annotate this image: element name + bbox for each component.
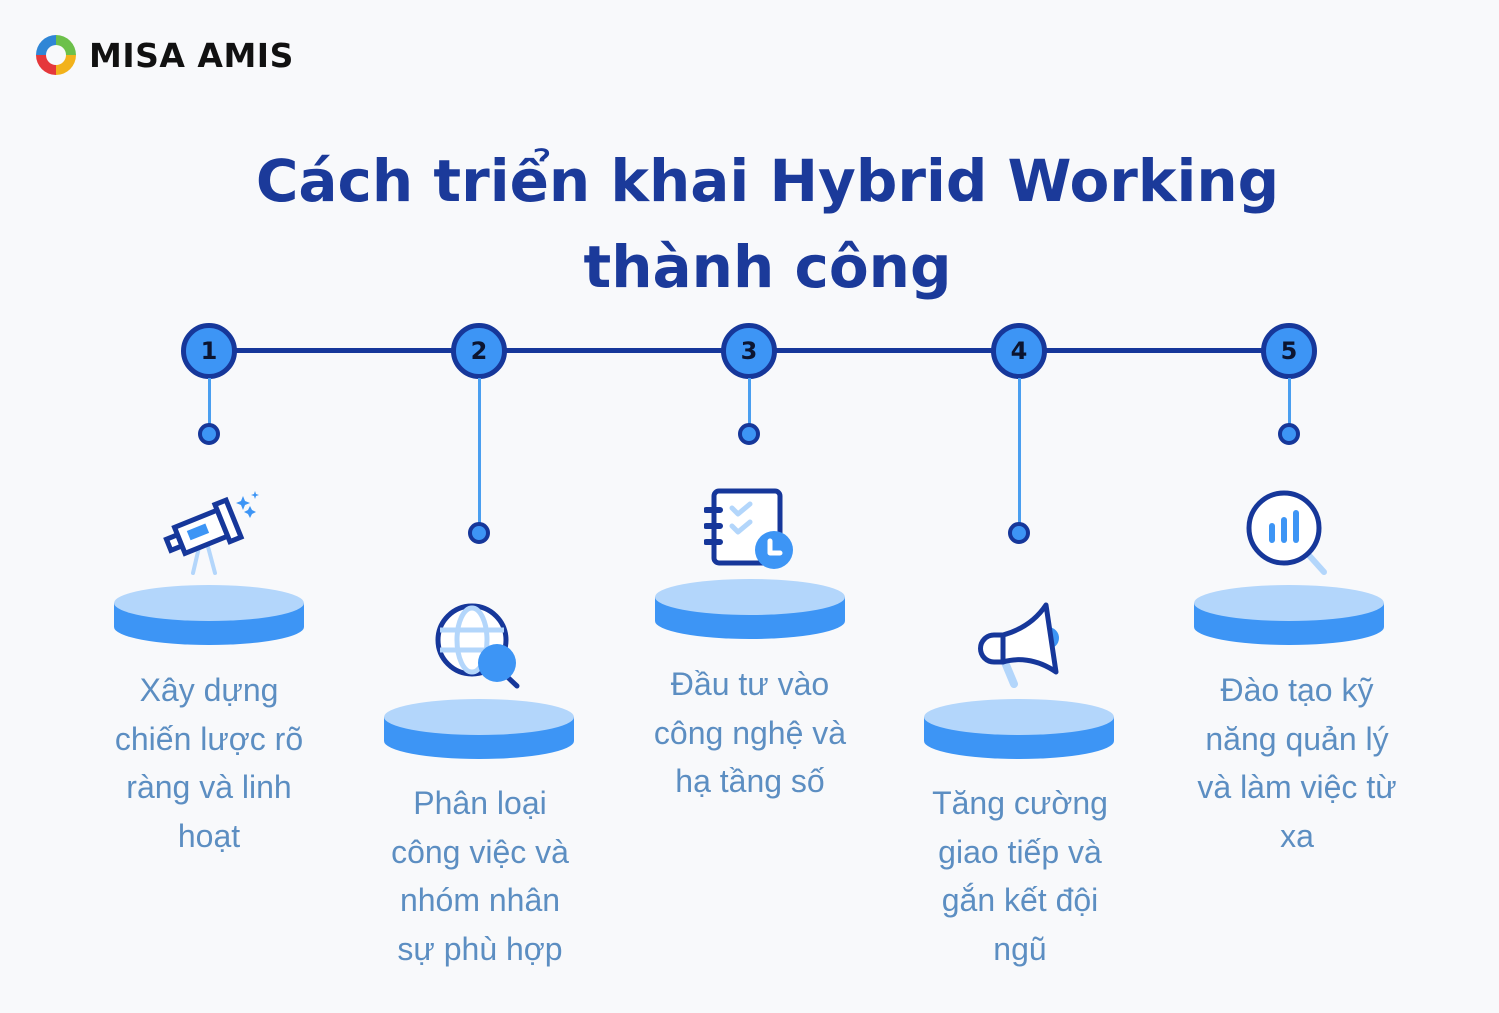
step-1-dot xyxy=(198,423,220,445)
step-1-node: 1 xyxy=(181,323,237,379)
step-5-dot xyxy=(1278,423,1300,445)
step-3-dot xyxy=(738,423,760,445)
step-4-node: 4 xyxy=(991,323,1047,379)
brand-logo: MISA AMIS xyxy=(33,32,294,78)
step-3-label: Đầu tư vào công nghệ và hạ tầng số xyxy=(653,666,847,799)
megaphone-icon xyxy=(978,602,1059,688)
step-5-node: 5 xyxy=(1261,323,1317,379)
step-1-pedestal xyxy=(114,585,304,645)
step-2-dot xyxy=(468,522,490,544)
step-4-label: Tăng cường giao tiếp và gắn kết đội ngũ xyxy=(932,785,1108,967)
misa-logo-icon xyxy=(36,35,76,75)
brand-name: MISA AMIS xyxy=(89,35,294,75)
step-1-stem xyxy=(208,378,211,426)
step-2-pedestal xyxy=(384,699,574,759)
step-3-pedestal xyxy=(655,579,845,639)
step-4-pedestal xyxy=(924,699,1114,759)
globe-search-icon xyxy=(435,603,520,689)
step-4-stem xyxy=(1018,378,1021,525)
analytics-search-icon xyxy=(1246,490,1327,575)
title-line-2: thành công xyxy=(583,233,952,301)
step-5-pedestal xyxy=(1194,585,1384,645)
checklist-clock-icon xyxy=(704,488,793,569)
step-2-stem xyxy=(478,378,481,525)
step-4-dot xyxy=(1008,522,1030,544)
step-3-node: 3 xyxy=(721,323,777,379)
step-1-label: Xây dựng chiến lược rõ ràng và linh hoạt xyxy=(114,672,304,854)
step-2-node: 2 xyxy=(451,323,507,379)
step-5-label: Đào tạo kỹ năng quản lý và làm việc từ x… xyxy=(1197,672,1397,854)
step-5-stem xyxy=(1288,378,1291,426)
page-title: Cách triển khai Hybrid Working thành côn… xyxy=(0,138,1499,310)
step-2-label: Phân loại công việc và nhóm nhân sự phù … xyxy=(391,785,569,967)
title-line-1: Cách triển khai Hybrid Working xyxy=(255,147,1280,215)
step-3-stem xyxy=(748,378,751,426)
telescope-icon xyxy=(163,491,259,575)
